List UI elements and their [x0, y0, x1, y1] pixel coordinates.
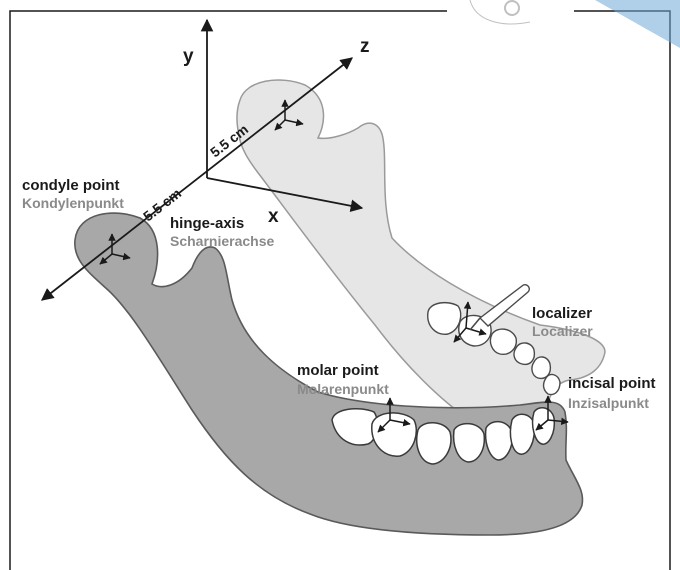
svg-text:Molarenpunkt: Molarenpunkt	[297, 381, 389, 397]
incisal-point-label: incisal point Inzisalpunkt	[568, 375, 656, 411]
hinge-axis-label: hinge-axis Scharnierachse	[170, 215, 274, 249]
svg-text:hinge-axis: hinge-axis	[170, 215, 244, 232]
condyle-point-label: condyle point Kondylenpunkt	[22, 177, 124, 211]
svg-text:molar point: molar point	[297, 362, 379, 379]
svg-text:Localizer: Localizer	[532, 323, 593, 339]
svg-text:condyle point: condyle point	[22, 177, 120, 194]
svg-text:Scharnierachse: Scharnierachse	[170, 233, 274, 249]
svg-text:localizer: localizer	[532, 305, 592, 322]
molar-point-label: molar point Molarenpunkt	[297, 362, 389, 397]
localizer-label: localizer Localizer	[532, 305, 593, 339]
svg-text:Inzisalpunkt: Inzisalpunkt	[568, 395, 649, 411]
z-axis-label: z	[360, 36, 370, 57]
x-axis-label: x	[268, 206, 279, 227]
watermark-stamp	[470, 0, 680, 48]
svg-text:Kondylenpunkt: Kondylenpunkt	[22, 195, 124, 211]
y-axis-label: y	[183, 46, 194, 67]
svg-text:incisal point: incisal point	[568, 375, 656, 392]
